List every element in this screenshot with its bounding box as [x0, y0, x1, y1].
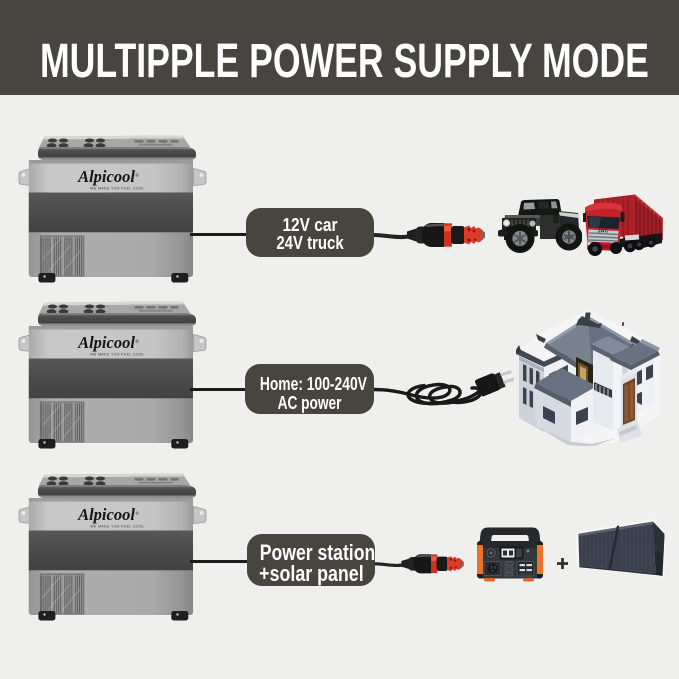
- svg-text:JAC: JAC: [597, 229, 608, 235]
